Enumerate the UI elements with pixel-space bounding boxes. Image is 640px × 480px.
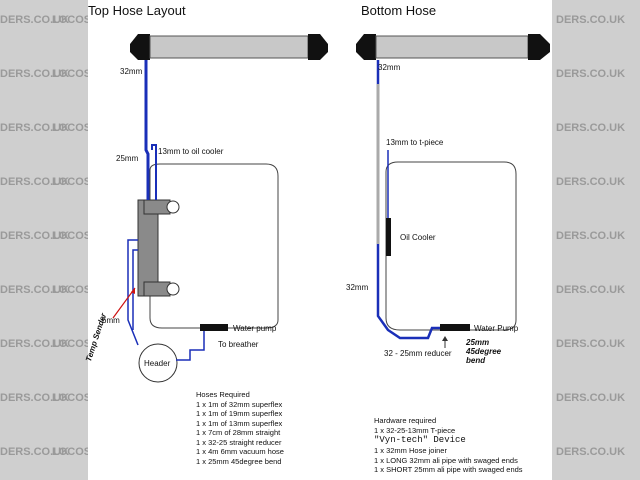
bottom-oil-cooler <box>386 218 391 256</box>
hose-item: 1 x 25mm 45degree bend <box>196 456 282 466</box>
watermark-text: DERS.CO.UK <box>556 68 626 80</box>
bottom-engine-block <box>385 161 517 331</box>
top-engine-block <box>149 163 279 331</box>
red-arrow <box>112 287 136 319</box>
hose-item: 1 x 32-25 straight reducer <box>196 437 282 447</box>
watermark-text: LOCOST <box>52 338 88 350</box>
top-label-13mm-oil: 13mm to oil cooler <box>158 147 224 156</box>
hardware-item: 1 x LONG 32mm ali pipe with swaged ends <box>374 455 518 465</box>
diagram-drawing <box>112 34 550 383</box>
watermark-strip-right: DERS.CO.UK DERS.CO.UK DERS.CO.UK DERS.CO… <box>552 0 640 480</box>
watermark-text: LOCOST <box>52 446 88 458</box>
hose-item: 1 x 7cm of 28mm straight <box>196 428 281 437</box>
top-header-tank <box>138 331 205 383</box>
hardware-item: 1 x 32-25-13mm T-piece <box>374 425 456 435</box>
bottom-label-bend: 25mm 45degree bend <box>466 338 502 365</box>
top-label-breather: To breather <box>218 340 259 349</box>
watermark-text: DERS.CO.UK <box>0 176 70 188</box>
hardware-required-list: Hardware required 1 x 32-25-13mm T-piece… <box>374 416 523 475</box>
top-label-water-pump: Water pump <box>233 324 277 333</box>
bottom-radiator <box>356 34 550 60</box>
watermark-text: LOCOST <box>52 284 88 296</box>
watermark-text: DERS.CO.UK <box>556 446 626 458</box>
watermark-text: DERS.CO.UK <box>0 446 70 458</box>
watermark-text: DERS.CO.UK <box>0 14 70 26</box>
watermark-text: DERS.CO.UK <box>556 122 626 134</box>
bottom-label-reducer: 32 - 25mm reducer <box>384 349 452 358</box>
watermark-text: DERS.CO.UK <box>0 338 70 350</box>
hose-item: 1 x 1m of 19mm superflex <box>196 409 283 418</box>
top-vacuum-hose <box>127 239 139 346</box>
bottom-layout-title: Bottom Hose <box>361 3 437 18</box>
watermark-text: LOCOST <box>52 68 88 80</box>
watermark-text: DERS.CO.UK <box>556 338 626 350</box>
bottom-label-water-pump: Water Pump <box>474 324 519 333</box>
watermark-text: DERS.CO.UK <box>556 230 626 242</box>
top-layout-title: Top Hose Layout <box>88 3 186 18</box>
watermark-text: LOCOST <box>52 230 88 242</box>
watermark-text: LOCOST <box>52 14 88 26</box>
watermark-text: DERS.CO.UK <box>556 284 626 296</box>
watermark-text: DERS.CO.UK <box>0 68 70 80</box>
hose-item: 1 x 1m of 13mm superflex <box>196 418 283 428</box>
hardware-item: 1 x SHORT 25mm ali pipe with swaged ends <box>374 465 523 474</box>
hoses-title: Hoses Required <box>196 390 250 399</box>
top-radiator <box>130 34 328 60</box>
watermark-text: DERS.CO.UK <box>556 176 626 188</box>
hardware-title: Hardware required <box>374 416 437 425</box>
watermark-text: DERS.CO.UK <box>556 14 626 26</box>
top-label-header: Header <box>144 359 171 368</box>
top-label-32mm: 32mm <box>120 67 143 76</box>
bottom-label-32mm-side: 32mm <box>346 283 369 292</box>
watermark-text: LOCOST <box>52 122 88 134</box>
diagram-canvas: Top Hose Layout Bottom Hose 32mm 13mm to… <box>84 0 552 480</box>
bottom-label-32mm-top: 32mm <box>378 63 401 72</box>
top-label-6mm: 6mm <box>102 316 120 325</box>
device-name: "Vyn-tech" Device <box>374 435 466 445</box>
hardware-item: 1 x 32mm Hose joiner <box>374 446 447 455</box>
watermark-text: DERS.CO.UK <box>0 122 70 134</box>
watermark-text: DERS.CO.UK <box>0 284 70 296</box>
top-label-25mm: 25mm <box>116 154 139 163</box>
hose-item: 1 x 4m 6mm vacuum hose <box>196 447 284 456</box>
watermark-text: DERS.CO.UK <box>0 230 70 242</box>
hoses-required-list: Hoses Required 1 x 1m of 32mm superflex … <box>196 390 284 466</box>
bottom-reducer-arrow <box>442 336 448 348</box>
bottom-label-oil-cooler: Oil Cooler <box>400 233 436 242</box>
watermark-text: LOCOST <box>52 392 88 404</box>
bottom-label-13mm-tpiece: 13mm to t-piece <box>386 138 444 147</box>
watermark-text: DERS.CO.UK <box>0 392 70 404</box>
watermark-strip-left: DERS.CO.UK LOCOST DERS.CO.UK LOCOST DERS… <box>0 0 88 480</box>
hose-item: 1 x 1m of 32mm superflex <box>196 399 283 409</box>
top-hoses <box>144 60 157 200</box>
watermark-text: LOCOST <box>52 176 88 188</box>
watermark-text: DERS.CO.UK <box>556 392 626 404</box>
